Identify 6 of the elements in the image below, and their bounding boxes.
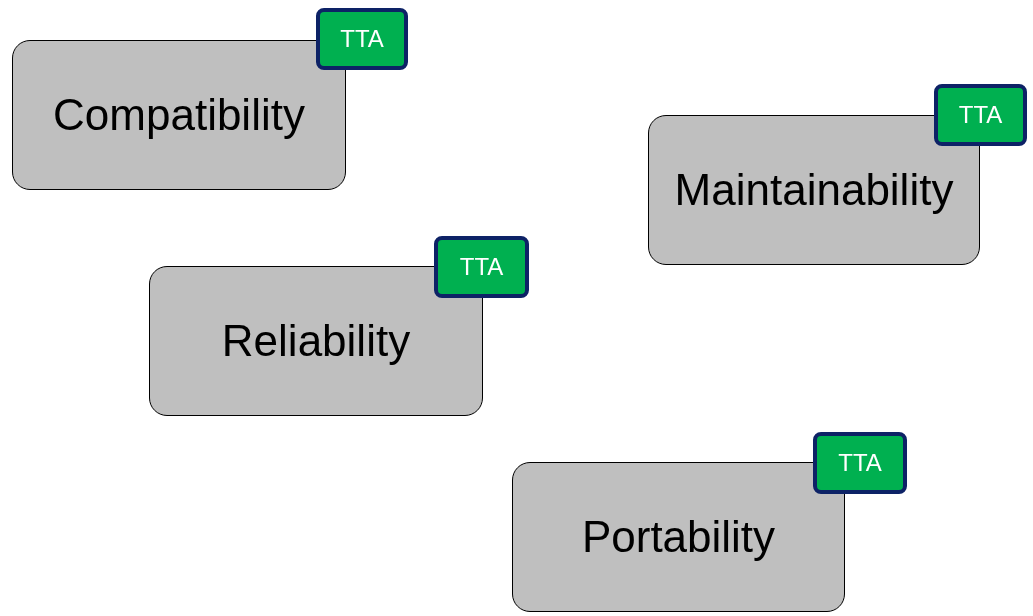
- tag-badge: TTA: [934, 84, 1027, 146]
- category-box: Portability: [512, 462, 845, 612]
- tag-badge: TTA: [316, 8, 408, 70]
- tag-badge: TTA: [434, 236, 529, 298]
- tag-badge: TTA: [813, 432, 907, 494]
- category-box: Compatibility: [12, 40, 346, 190]
